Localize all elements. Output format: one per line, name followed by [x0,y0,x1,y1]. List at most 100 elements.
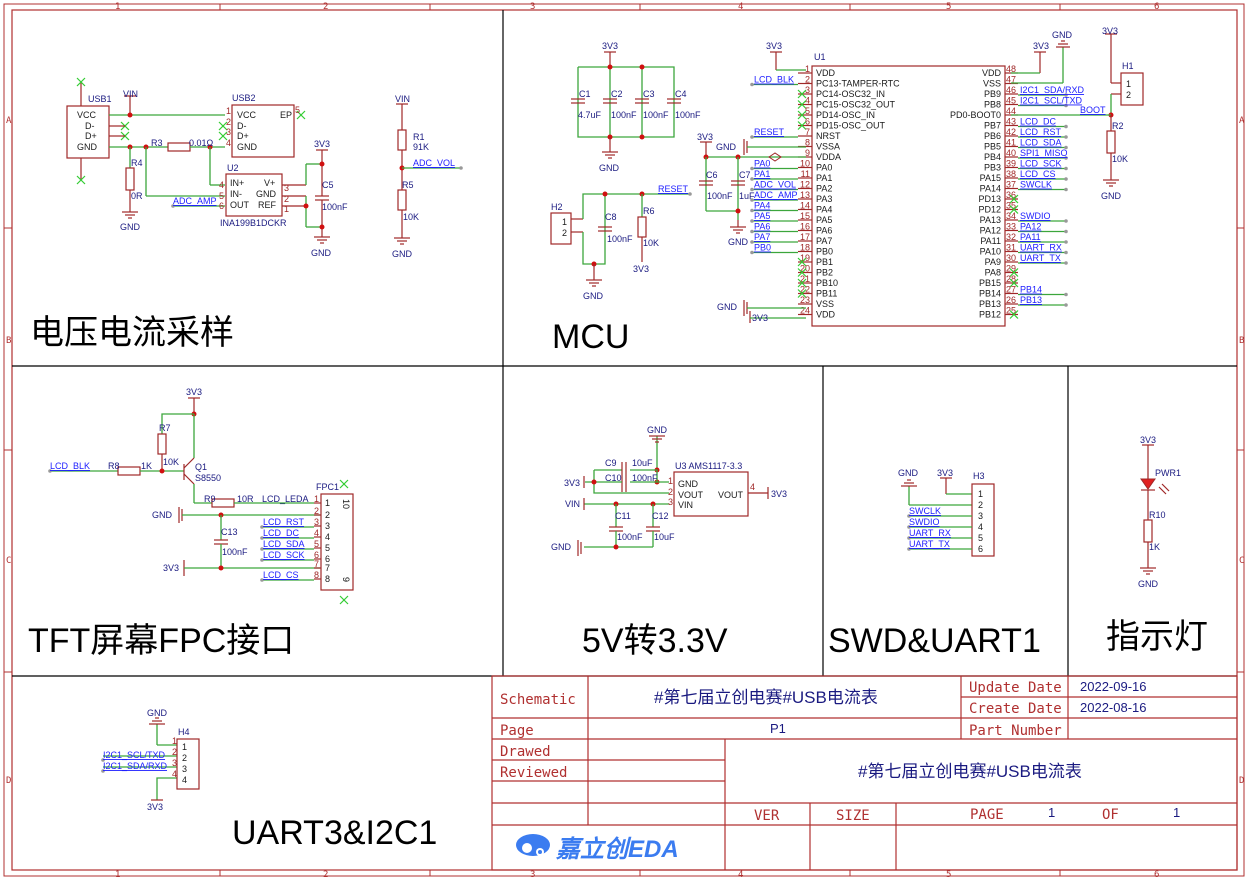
r5-value: 10K [403,212,419,222]
v3-label-ldo-out: 3V3 [771,489,787,499]
u1-pin-name: VSSA [816,142,840,152]
usb2-pinnum-4: 4 [226,138,231,148]
fpc-pin-number: 3 [314,517,319,527]
v3-label-u1: 3V3 [766,41,782,51]
r4-ref: R4 [131,158,143,168]
fpc-pin-name: 5 [325,543,330,553]
u1-pin-name: PB5 [984,142,1001,152]
u1-pin-name: VSS [983,79,1001,89]
u2-pin-inp: IN+ [230,178,244,188]
c13-ref: C13 [221,527,238,537]
u1-pin-name: PC14-OSC32_IN [816,89,885,99]
r3-value: 0.01Ω [189,138,214,148]
ruler-col-3-bottom: 3 [530,870,535,880]
net-endpoint [907,525,911,529]
h4-pin-name: 2 [182,753,187,763]
h2-pin-1: 1 [562,217,567,227]
ruler-col-4: 4 [738,2,743,12]
c9-value: 10uF [632,458,653,468]
swd-circuit [901,477,995,557]
u3-ref: U3 AMS1117-3.3 [675,461,742,471]
c7-ref: C7 [739,170,751,180]
v3-label-caps: 3V3 [602,41,618,51]
u2-pinnum-2: 2 [284,194,289,204]
u1-pin-name: PA4 [816,205,832,215]
u2-ref: U2 [227,163,239,173]
u1-pin-name: PD0-BOOT0 [950,110,1001,120]
c5-ref: C5 [322,180,334,190]
u1-pin-name: PA13 [980,215,1001,225]
c11-ref: C11 [615,511,631,521]
u1-pin-number: 16 [800,222,810,232]
net-endpoint [750,187,754,192]
net-endpoint [750,135,754,139]
net-endpoint [1064,240,1068,244]
ruler [4,4,1244,876]
ruler-col-5: 5 [946,2,951,12]
net-endpoint [750,229,754,234]
net-endpoint [260,536,264,540]
u1-pin-number: 9 [805,148,810,158]
vin-label-1: VIN [123,89,138,99]
u1-pin-number: 37 [1006,180,1016,190]
u1-net-label: PA12 [1020,222,1041,232]
u1-pin-number: 26 [1006,295,1016,305]
net-endpoint [1064,250,1068,255]
u1-net-label: UART_RX [1020,243,1062,253]
fpc-pin-name: 7 [325,563,330,573]
u1-pin-number: 47 [1006,75,1016,85]
u1-pin-number: 25 [1006,306,1016,316]
no-connect-icon [1009,310,1019,319]
u1-pin-name: PA6 [816,226,832,236]
u1-net-label: I2C1_SDA/RXD [1020,85,1085,95]
r7-value: 10K [163,457,179,467]
u1-pin-name: PB4 [984,152,1001,162]
fpc-pin-number: 4 [314,528,319,538]
usb2-pin-dm: D- [237,121,247,131]
usb2-pin-dp: D+ [237,131,249,141]
u1-pin-number: 27 [1006,285,1016,295]
usb1-pin-vcc: VCC [77,110,97,120]
net-endpoint [260,547,264,551]
u1-pin-number: 15 [800,211,810,221]
jlc-eda-logo: 嘉立创EDA [516,834,679,863]
u1-pin-name: PA5 [816,215,832,225]
r4-value: 0R [131,191,143,201]
u1-pin-number: 2 [805,75,810,85]
fpc-pin-name: 8 [325,574,330,584]
u2-pin-vp: V+ [264,178,275,188]
u1-pin-name: PA7 [816,236,832,246]
no-connect-icon [797,289,807,298]
q1-ref: Q1 [195,462,207,472]
ldo-circuit [577,435,769,556]
ruler-row-c-right: C [1239,556,1244,566]
i2c1-sda-net: I2C1_SDA/RXD [103,761,168,771]
u1-pin-number: 39 [1006,159,1016,169]
c10-ref: C10 [605,473,622,483]
h3-pin-number: 1 [978,489,983,499]
gnd-label-2: GND [311,248,332,258]
u3-pin-vin: VIN [678,500,693,510]
u1-pin-name: PA1 [816,173,832,183]
net-endpoint [1064,156,1068,160]
u2-pinnum-4: 4 [219,180,224,190]
page-num-value: 1 [1048,805,1055,820]
v3-label-ldo-in: 3V3 [564,478,580,488]
reset-net: RESET [658,184,689,194]
net-endpoint [1064,303,1068,307]
u2-pinnum-5: 5 [219,191,224,201]
drawed-label: Drawed [500,744,551,760]
reviewed-label: Reviewed [500,765,567,781]
net-endpoint [1064,145,1068,150]
gnd-label-c7: GND [728,237,749,247]
v3-label-vdd24: 3V3 [752,313,768,323]
r8-ref: R8 [108,461,120,471]
u1-pin-name: PA9 [985,257,1001,267]
no-connect-icon [797,257,807,267]
page-num-label: PAGE [970,807,1004,823]
h3-pin-number: 3 [978,511,983,521]
u3-pin-gnd: GND [678,479,699,489]
vdda-caps [699,139,806,323]
usb2-pin-vcc: VCC [237,110,257,120]
fpc-pin-number: 8 [314,570,319,580]
